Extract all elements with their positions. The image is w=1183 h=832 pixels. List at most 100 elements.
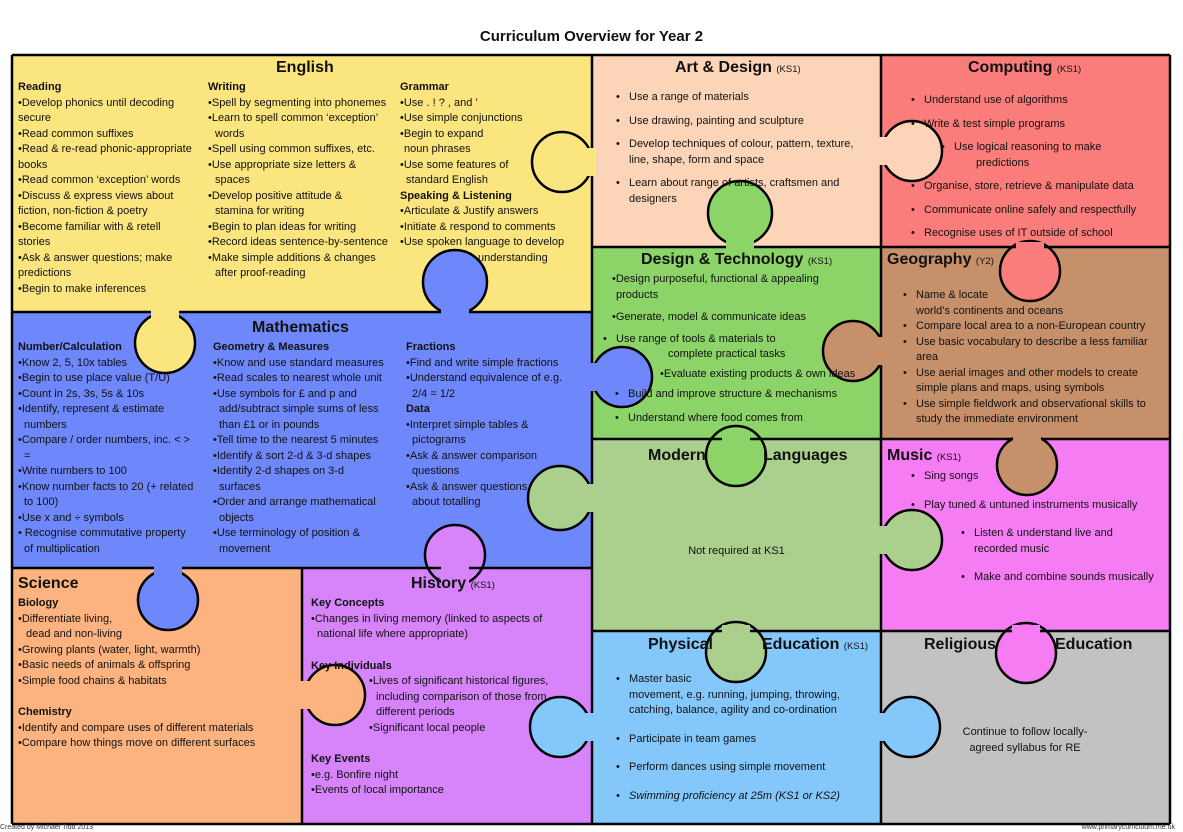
geography-item-cont: simple plans and maps, using symbols bbox=[916, 382, 1105, 394]
reading-line: •Begin to make inferences bbox=[18, 282, 146, 295]
reading-line: •Become familiar with & retell bbox=[18, 220, 161, 233]
geography-item: Use basic vocabulary to describe a less … bbox=[903, 335, 1168, 351]
computing-list: Understand use of algorithms Write & tes… bbox=[908, 93, 1168, 242]
art-stage: (KS1) bbox=[776, 64, 801, 75]
pe-stage: (KS1) bbox=[843, 641, 869, 652]
number-line: •Identify, represent & estimate bbox=[18, 403, 165, 415]
dt-item: products bbox=[616, 288, 659, 301]
pe-item-cont: catching, balance, agility and co-ordina… bbox=[629, 704, 837, 716]
computing-heading: Computing (KS1) bbox=[968, 59, 1081, 77]
art-heading-text: Art & Design bbox=[675, 59, 772, 76]
fractions-line: •Understand equivalence of e.g. bbox=[406, 372, 563, 384]
footer-credit: Created by Michael Tidd 2013 bbox=[0, 824, 93, 831]
computing-item-cont: predictions bbox=[976, 156, 1030, 169]
individuals-line: including comparison of those from bbox=[376, 690, 547, 703]
art-item: Learn about range of artists, craftsmen … bbox=[616, 176, 878, 192]
geography-item-cont: area bbox=[916, 351, 939, 363]
history-heading: History (KS1) bbox=[411, 575, 495, 593]
art-item-cont: line, shape, form and space bbox=[629, 153, 765, 166]
re-heading-right: Education bbox=[1055, 636, 1133, 653]
number-line: •Compare / order numbers, inc. < > bbox=[18, 434, 190, 446]
individuals-line: different periods bbox=[376, 706, 455, 718]
reading-line: predictions bbox=[18, 267, 72, 279]
number-line: numbers bbox=[24, 418, 67, 431]
dt-item: Build and improve structure & mechanisms bbox=[615, 387, 877, 403]
number-line: = bbox=[24, 449, 31, 462]
mfl-heading-right: Languages bbox=[763, 447, 848, 464]
biology-line: •Simple food chains & habitats bbox=[18, 674, 167, 687]
writing-line: •Record ideas sentence-by-sentence bbox=[208, 236, 388, 248]
dt-item: •Generate, model & communicate ideas bbox=[612, 311, 807, 323]
computing-item: Understand use of algorithms bbox=[911, 93, 1168, 109]
biology-line: •Growing plants (water, light, warmth) bbox=[18, 643, 201, 656]
dt-item: •Design purposeful, functional & appeali… bbox=[612, 273, 819, 285]
fractions-line: •Find and write simple fractions bbox=[406, 356, 559, 369]
dt-item-cont: complete practical tasks bbox=[668, 348, 786, 360]
geometry-line: add/subtract simple sums of less bbox=[219, 403, 379, 415]
music-item: Make and combine sounds musically bbox=[961, 570, 1168, 586]
writing-line: •Develop positive attitude & bbox=[208, 189, 343, 202]
music-heading: Music (KS1) bbox=[887, 447, 961, 465]
footer-url: www.primarycurriculum.me.uk bbox=[1081, 824, 1175, 831]
number-line: •Know 2, 5, 10x tables bbox=[18, 356, 128, 369]
english-writing: Writing •Spell by segmenting into phonem… bbox=[208, 80, 403, 282]
dt-item: Understand where food comes from bbox=[615, 411, 877, 427]
number-line: •Know number facts to 20 (+ related bbox=[18, 480, 194, 493]
biology-line: •Basic needs of animals & offspring bbox=[18, 659, 191, 671]
geography-heading: Geography (Y2) bbox=[887, 251, 994, 269]
events-line: •e.g. Bonfire night bbox=[311, 768, 399, 781]
writing-line: •Spell by segmenting into phonemes bbox=[208, 96, 387, 109]
re-note-line: Continue to follow locally- bbox=[962, 726, 1088, 738]
music-list: Sing songs Play tuned & untuned instrume… bbox=[908, 469, 1168, 586]
art-item: Use drawing, painting and sculpture bbox=[616, 114, 878, 130]
geography-item-cont: study the immediate environment bbox=[916, 413, 1079, 425]
number-title: Number/Calculation bbox=[18, 341, 122, 353]
data-line: •Ask & answer comparison bbox=[406, 449, 538, 462]
data-line: questions bbox=[412, 465, 460, 477]
geography-stage: (Y2) bbox=[975, 256, 994, 267]
maths-fractions: Fractions •Find and write simple fractio… bbox=[406, 340, 586, 511]
reading-line: fiction, non-fiction & poetry bbox=[18, 205, 148, 217]
pe-item-cont: movement, e.g. running, jumping, throwin… bbox=[629, 688, 840, 701]
data-line: •Interpret simple tables & bbox=[406, 418, 529, 431]
reading-line: •Read common ‘exception’ words bbox=[18, 174, 181, 186]
events-line: •Events of local importance bbox=[311, 784, 444, 796]
reading-line: •Read & re-read phonic-appropriate bbox=[18, 143, 192, 155]
dt-item: Use range of tools & materials to bbox=[603, 332, 877, 348]
fractions-title: Fractions bbox=[406, 341, 456, 353]
biology-title: Biology bbox=[18, 597, 59, 609]
pe-item: Swimming proficiency at 25m (KS1 or KS2) bbox=[616, 789, 878, 805]
geometry-line: •Identify & sort 2-d & 3-d shapes bbox=[213, 449, 371, 462]
re-heading-left: Religious bbox=[924, 636, 997, 653]
number-line: •Use x and ÷ symbols bbox=[18, 511, 124, 524]
grammar-line: noun phrases bbox=[404, 143, 471, 155]
grammar-title: Grammar bbox=[400, 81, 449, 93]
grammar-line: •Use some features of bbox=[400, 158, 509, 171]
pe-heading-right: Education (KS1) bbox=[762, 636, 868, 654]
geometry-line: •Know and use standard measures bbox=[213, 356, 384, 369]
computing-item: Write & test simple programs bbox=[911, 117, 1168, 133]
english-grammar: Grammar •Use . ! ? , and ’ •Use simple c… bbox=[400, 80, 585, 266]
art-item: Use a range of materials bbox=[616, 90, 878, 106]
music-heading-text: Music bbox=[887, 447, 933, 464]
reading-line: stories bbox=[18, 236, 51, 248]
writing-line: •Spell using common suffixes, etc. bbox=[208, 143, 375, 155]
biology-line: •Differentiate living, bbox=[18, 612, 113, 625]
chemistry-line: •Compare how things move on different su… bbox=[18, 737, 256, 749]
geography-item: Use simple fieldwork and observational s… bbox=[903, 397, 1168, 413]
data-line: about totalling bbox=[412, 496, 481, 508]
chemistry-line: •Identify and compare uses of different … bbox=[18, 721, 254, 734]
reading-line: •Develop phonics until decoding bbox=[18, 96, 175, 109]
dt-heading: Design & Technology (KS1) bbox=[641, 251, 832, 269]
writing-line: •Begin to plan ideas for writing bbox=[208, 220, 357, 233]
pe-heading-right-text: Education bbox=[762, 636, 840, 653]
computing-item: Recognise uses of IT outside of school bbox=[911, 226, 1168, 242]
music-item: Sing songs bbox=[911, 469, 1168, 485]
writing-line: stamina for writing bbox=[215, 205, 305, 217]
number-line: • Recognise commutative property bbox=[18, 527, 186, 539]
chemistry-title: Chemistry bbox=[18, 706, 72, 718]
science-heading: Science bbox=[18, 575, 79, 592]
concepts-line: •Changes in living memory (linked to asp… bbox=[311, 612, 543, 625]
concepts-title: Key Concepts bbox=[311, 597, 385, 609]
data-line: •Ask & answer questions bbox=[406, 480, 528, 493]
